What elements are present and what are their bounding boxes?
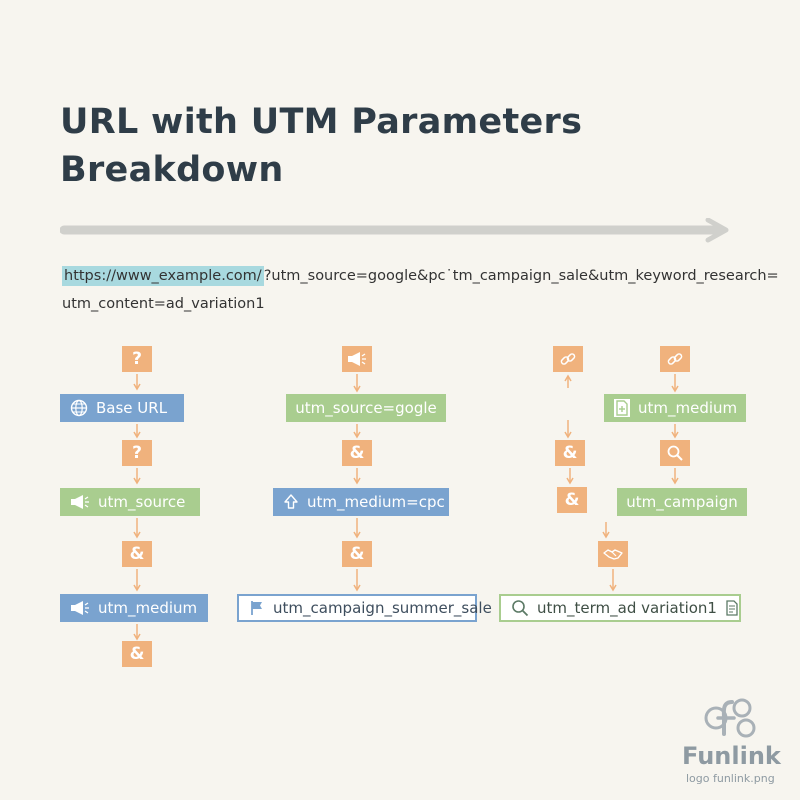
down-arrow [609,569,617,592]
down-arrow [353,424,361,439]
handshake-icon [603,547,623,561]
utm-medium-right-label: utm_medium [638,399,738,417]
down-arrow [133,468,141,485]
utm-term-node: utm_term_ad variation1 [499,594,741,622]
down-arrow [671,424,679,439]
ampersand-box: & [122,541,152,567]
utm-source-label: utm_source [98,493,186,511]
funlink-logo-file: logo funlink.png [686,772,775,785]
ampersand-box: & [122,641,152,667]
funlink-logo-mark [704,698,756,738]
base-url-label: Base URL [96,399,168,417]
down-arrow [566,468,574,485]
utm-medium-node-left: utm_medium [60,594,208,622]
down-arrow [353,569,361,592]
down-arrow [133,624,141,641]
document-icon [725,600,739,616]
link-box-left [553,346,583,372]
down-arrow [671,468,679,485]
megaphone-icon [70,600,90,616]
ampersand-box: & [342,440,372,466]
down-arrow [602,522,610,539]
long-arrow [60,218,729,243]
url-query: ?utm_source=google&pc˙tm_campaign_sale&u… [263,268,779,284]
handshake-box [598,541,628,567]
down-arrow [671,374,679,393]
ampersand-box: & [557,487,587,513]
megaphone-icon [70,494,90,510]
down-arrow [353,518,361,539]
url-line-2: utm_content=ad_variation1 [62,296,265,312]
down-arrow [133,424,141,439]
ampersand-box: & [555,440,585,466]
utm-source-google-node: utm_source=gogle [286,394,446,422]
down-arrow [133,518,141,539]
utm-campaign-summer-node: utm_campaign_summer_sale [237,594,492,622]
question-box: ? [122,346,152,372]
search-icon [511,599,529,617]
megaphone-icon [347,351,367,367]
title-line-2: Breakdown [60,150,284,190]
globe-icon [70,399,88,417]
down-arrow [133,569,141,592]
down-arrow [353,468,361,485]
search-icon [666,444,684,462]
utm-campaign-summer-label: utm_campaign_summer_sale [273,599,492,617]
down-arrow [353,374,361,393]
up-arrow [564,374,572,388]
title-line-1: URL with UTM Parameters [60,102,583,142]
page-title: URL with UTM Parameters Breakdown [60,98,582,194]
utm-term-label: utm_term_ad variation1 [537,599,717,617]
utm-campaign-node: utm_campaign [617,488,747,516]
utm-source-node: utm_source [60,488,200,516]
search-box [660,440,690,466]
base-url-node: Base URL [60,394,184,422]
utm-medium-label: utm_medium [98,599,198,617]
question-box: ? [122,440,152,466]
url-text: https://www_example.com/?utm_source=goog… [62,263,779,317]
ampersand-box: & [342,541,372,567]
upload-icon [283,494,299,510]
url-base-highlight: https://www_example.com/ [62,266,264,286]
link-box-right [660,346,690,372]
utm-medium-node-right: utm_medium [604,394,746,422]
document-icon [614,399,630,417]
utm-medium-cpc-label: utm_medium=cpc [307,493,445,511]
down-arrow [133,374,141,391]
flag-icon [249,600,265,616]
funlink-logo-name: Funlink [682,742,781,770]
down-arrow [564,420,572,439]
utm-campaign-label: utm_campaign [626,493,738,511]
link-icon [559,350,577,368]
link-icon [666,350,684,368]
utm-source-google-label: utm_source=gogle [295,399,437,417]
utm-medium-cpc-node: utm_medium=cpc [273,488,449,516]
megaphone-box [342,346,372,372]
